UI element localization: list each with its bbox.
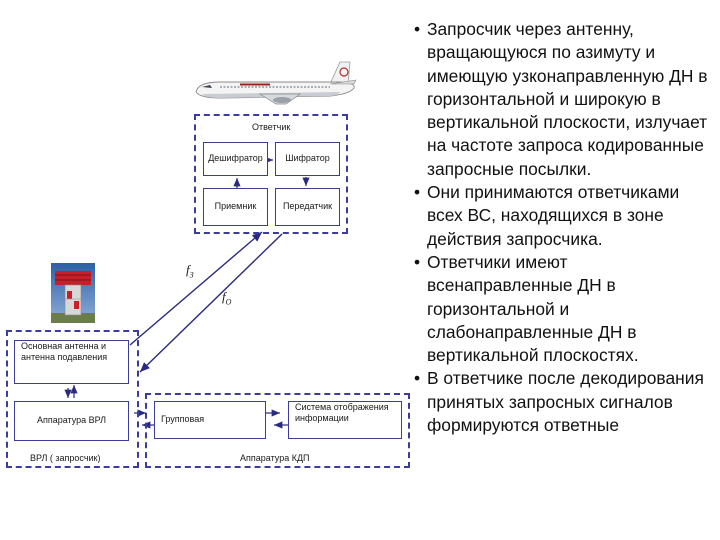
group-block: Групповая xyxy=(154,401,266,439)
antenna-label-line2: антенна подавления xyxy=(21,352,108,363)
transponder-frame xyxy=(194,114,348,234)
request-frequency-label: fЗ xyxy=(186,262,194,280)
transponder-title: Ответчик xyxy=(252,122,291,132)
bullet-3: •Ответчики имеют всенаправленные ДН в го… xyxy=(414,251,639,366)
bullet-2: •Они принимаются ответчиками всех ВС, на… xyxy=(414,182,680,249)
vrl-equipment-block: Аппаратура ВРЛ xyxy=(14,401,129,441)
radar-photo-image xyxy=(51,263,95,323)
bullet-dot: • xyxy=(414,182,421,203)
diagram: Ответчик Дешифратор Шифратор Приемник Пе… xyxy=(6,61,410,468)
receiver-block: Приемник xyxy=(203,188,268,226)
display-system-block: Система отображения информации xyxy=(288,401,402,439)
response-frequency-label: fO xyxy=(222,289,232,307)
vrl-caption: ВРЛ ( запросчик) xyxy=(30,453,101,463)
airplane-image xyxy=(195,61,357,105)
display-label-line1: Система отображения xyxy=(295,402,389,412)
display-label-line2: информации xyxy=(295,413,349,424)
antenna-block: Основная антенна и антенна подавления xyxy=(14,340,129,384)
transmitter-block: Передатчик xyxy=(275,188,340,226)
vrl-frame xyxy=(6,330,139,468)
request-link-arrow xyxy=(129,231,263,346)
bullet-dot: • xyxy=(414,19,421,39)
text-panel: • Запросчик через антенну, вращающуюся п… xyxy=(410,18,715,540)
encoder-block: Шифратор xyxy=(275,142,340,176)
bullet-4: •В ответчике после декодирования приняты… xyxy=(414,368,704,436)
kdp-caption: Аппаратура КДП xyxy=(240,453,310,463)
antenna-label-line1: Основная антенна и xyxy=(21,341,107,351)
kdp-frame xyxy=(145,393,410,468)
bullet-dot: • xyxy=(414,368,421,389)
response-link-arrow xyxy=(139,233,283,373)
decoder-block: Дешифратор xyxy=(203,142,268,176)
bullet-1: • Запросчик через антенну, вращающуюся п… xyxy=(414,19,708,179)
connection-lines xyxy=(64,156,310,429)
bullet-dot: • xyxy=(414,251,421,272)
